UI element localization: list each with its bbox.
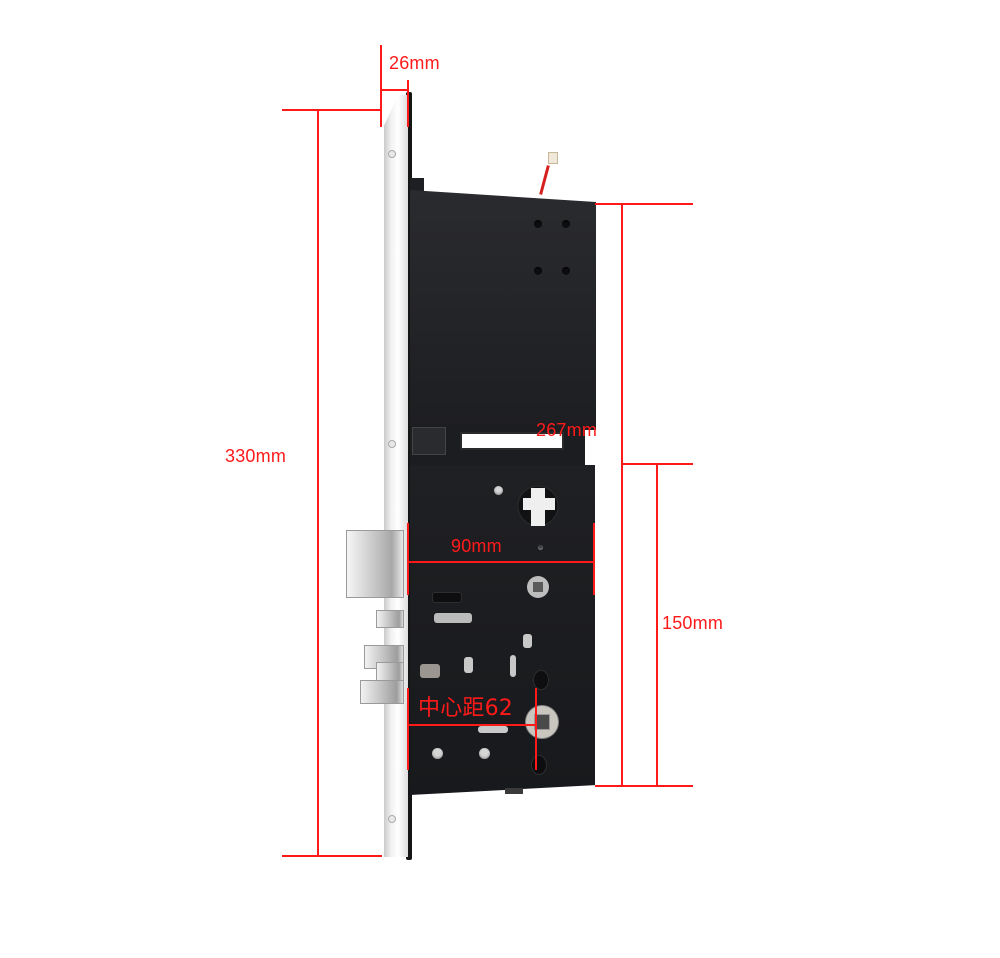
dim-line xyxy=(593,523,595,595)
spindle-cross-icon xyxy=(517,485,559,527)
dim-line xyxy=(380,45,382,127)
dim-line xyxy=(407,523,409,595)
cylinder-hub-icon xyxy=(526,706,558,738)
small-hole-icon xyxy=(538,545,543,550)
slot-icon xyxy=(478,726,508,733)
faceplate-screw-icon xyxy=(388,440,396,448)
faceplate-screw-icon xyxy=(388,150,396,158)
hole-icon xyxy=(531,755,547,775)
switch-icon xyxy=(420,664,440,678)
bridge-slot xyxy=(460,432,564,450)
dim-line xyxy=(317,109,319,857)
lever-slot-icon xyxy=(434,613,472,623)
faceplate-screw-icon xyxy=(388,815,396,823)
dim-line xyxy=(407,724,537,726)
dim-line xyxy=(407,80,409,127)
bottom-tab xyxy=(505,788,523,794)
dim-label-330mm: 330mm xyxy=(225,446,287,466)
dim-line xyxy=(380,89,409,91)
dim-line xyxy=(595,203,693,205)
square-hub-icon xyxy=(527,576,549,598)
bridge-block xyxy=(412,427,446,455)
dim-line xyxy=(656,463,658,787)
mount-hole-icon xyxy=(534,220,542,228)
deadbolt-4 xyxy=(360,680,404,704)
slot-icon xyxy=(523,634,532,648)
dim-label-90mm: 90mm xyxy=(451,536,502,556)
wire-connector-icon xyxy=(548,152,558,164)
upper-housing-tab xyxy=(410,178,424,194)
dim-label-150mm: 150mm xyxy=(662,613,724,633)
wire-icon xyxy=(539,165,550,195)
slot-icon xyxy=(510,655,516,677)
dim-line xyxy=(407,688,409,770)
dim-line xyxy=(621,203,623,787)
dim-label-267mm: 267mm xyxy=(536,420,598,440)
dim-line xyxy=(282,855,382,857)
rivet-icon xyxy=(479,748,490,759)
slot-icon xyxy=(432,592,462,603)
dim-line xyxy=(407,561,595,563)
hole-icon xyxy=(533,670,549,690)
slot-icon xyxy=(464,657,473,673)
dim-label-center-distance: 中心距62 xyxy=(418,696,513,721)
dim-line xyxy=(535,688,537,770)
rivet-icon xyxy=(432,748,443,759)
rivet-icon xyxy=(494,486,503,495)
deadbolt-1 xyxy=(376,610,404,628)
faceplate xyxy=(384,95,408,857)
mount-hole-icon xyxy=(562,267,570,275)
mount-hole-icon xyxy=(562,220,570,228)
mount-hole-icon xyxy=(534,267,542,275)
dim-label-26mm: 26mm xyxy=(389,53,440,73)
faceplate-edge xyxy=(406,92,412,860)
latch-bolt xyxy=(346,530,404,598)
dim-line xyxy=(595,785,693,787)
upper-housing xyxy=(410,190,596,430)
lower-lock-case xyxy=(410,465,595,795)
dim-line xyxy=(282,109,382,111)
